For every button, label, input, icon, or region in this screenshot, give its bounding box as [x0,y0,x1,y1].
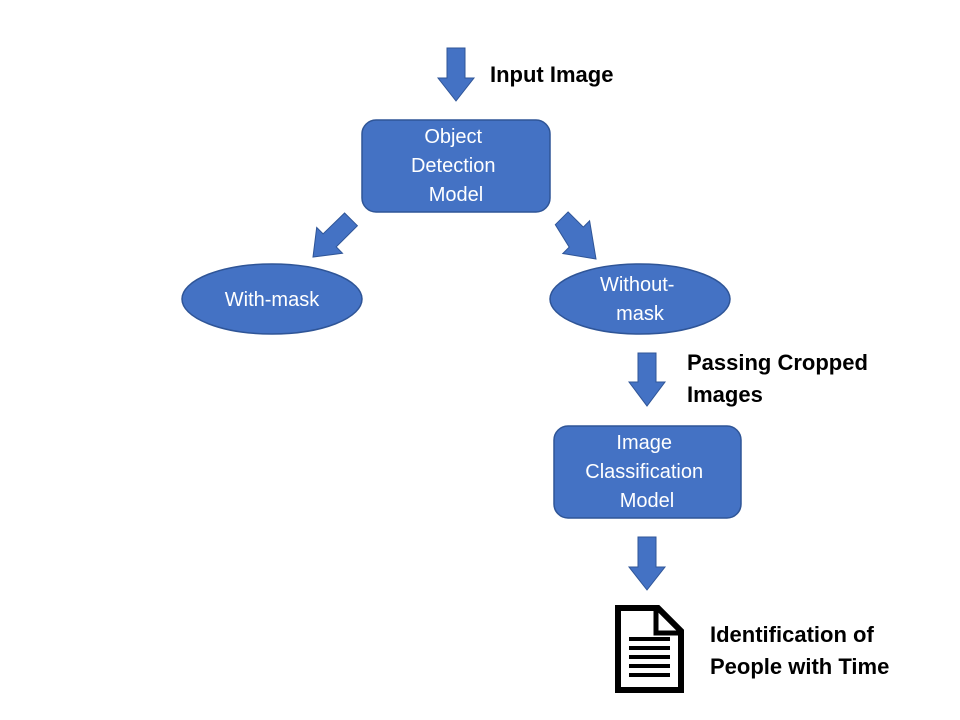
object-detection-node: Object Detection Model [361,119,551,213]
identification-label: Identification of People with Time [710,622,889,679]
without-mask-line-2: mask [616,303,665,325]
object-detection-line-2: Detection [411,155,496,177]
identification-line-1: Identification of [710,622,874,647]
image-classification-line-2: Classification [585,461,703,483]
output-arrow [627,536,667,591]
without-mask-line-1: Without- [600,274,674,296]
with-mask-node: With-mask [181,263,363,335]
image-classification-line-1: Image [616,432,672,454]
input-image-label: Input Image [490,62,613,87]
passing-cropped-line-2: Images [687,382,763,407]
image-classification-line-3: Model [620,490,674,512]
passing-cropped-line-1: Passing Cropped [687,350,868,375]
object-detection-line-3: Model [429,184,483,206]
passing-cropped-label: Passing Cropped Images [687,350,874,407]
left-branch-arrow [312,212,359,258]
image-classification-node: Image Classification Model [553,425,742,519]
svg-text:Object Detection M: Object Detection Model [411,126,501,206]
identification-line-2: People with Time [710,654,889,679]
svg-text:Without- mask: Without- mask [600,274,680,325]
without-mask-node: Without- mask [549,263,731,335]
svg-text:Image Classification: Image Classification Model [585,432,708,512]
document-icon [615,605,684,693]
object-detection-line-1: Object [424,126,482,148]
input-arrow [436,47,476,102]
right-branch-arrow [554,211,597,260]
with-mask-label: With-mask [225,289,320,311]
cropped-arrow [628,352,666,407]
